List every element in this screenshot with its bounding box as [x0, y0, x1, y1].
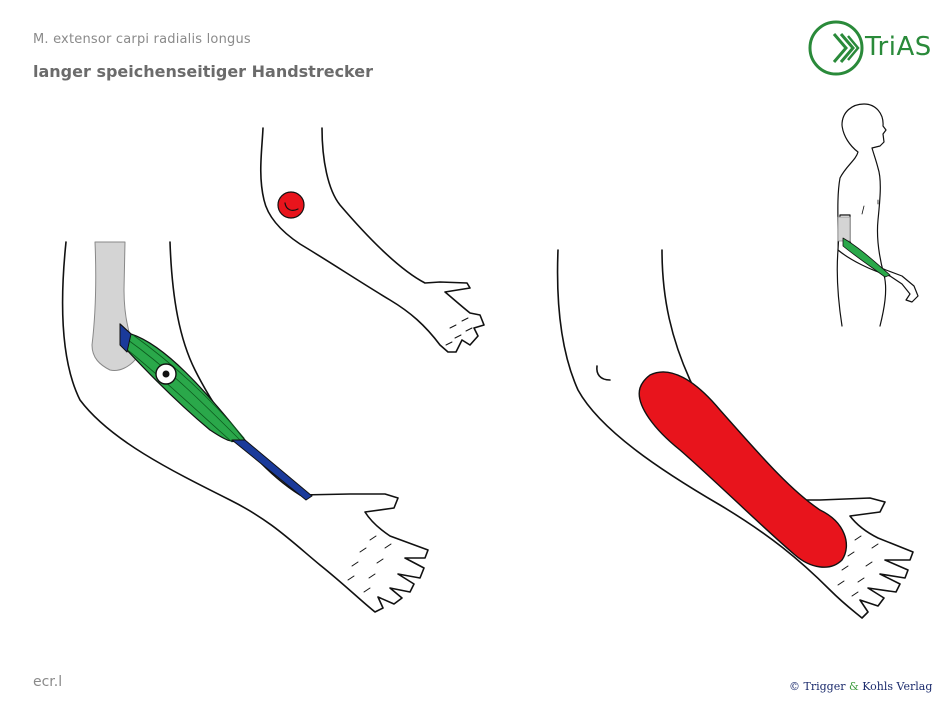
german-muscle-name: langer speichenseitiger Handstrecker	[33, 62, 374, 81]
copyright-notice: © Trigger & Kohls Verlag	[789, 680, 932, 693]
referred-pain-area	[638, 371, 847, 568]
logo-text: TriAS	[865, 32, 932, 62]
muscle-code: ecr.l	[33, 674, 63, 690]
copyright-ampersand: &	[848, 680, 859, 693]
copyright-prefix: © Trigger	[789, 680, 849, 693]
latin-muscle-name: M. extensor carpi radialis longus	[33, 32, 251, 47]
top-arm-illustration	[259, 127, 485, 353]
body-overview-illustration	[836, 103, 919, 327]
insertion-tendon	[231, 439, 313, 501]
left-arm-illustration	[61, 241, 429, 613]
right-arm-illustration	[556, 249, 914, 619]
origin-tendon	[119, 323, 132, 353]
copyright-suffix: Kohls Verlag	[858, 680, 933, 693]
trias-logo-icon	[808, 20, 864, 76]
trigger-point-marker	[277, 191, 305, 219]
